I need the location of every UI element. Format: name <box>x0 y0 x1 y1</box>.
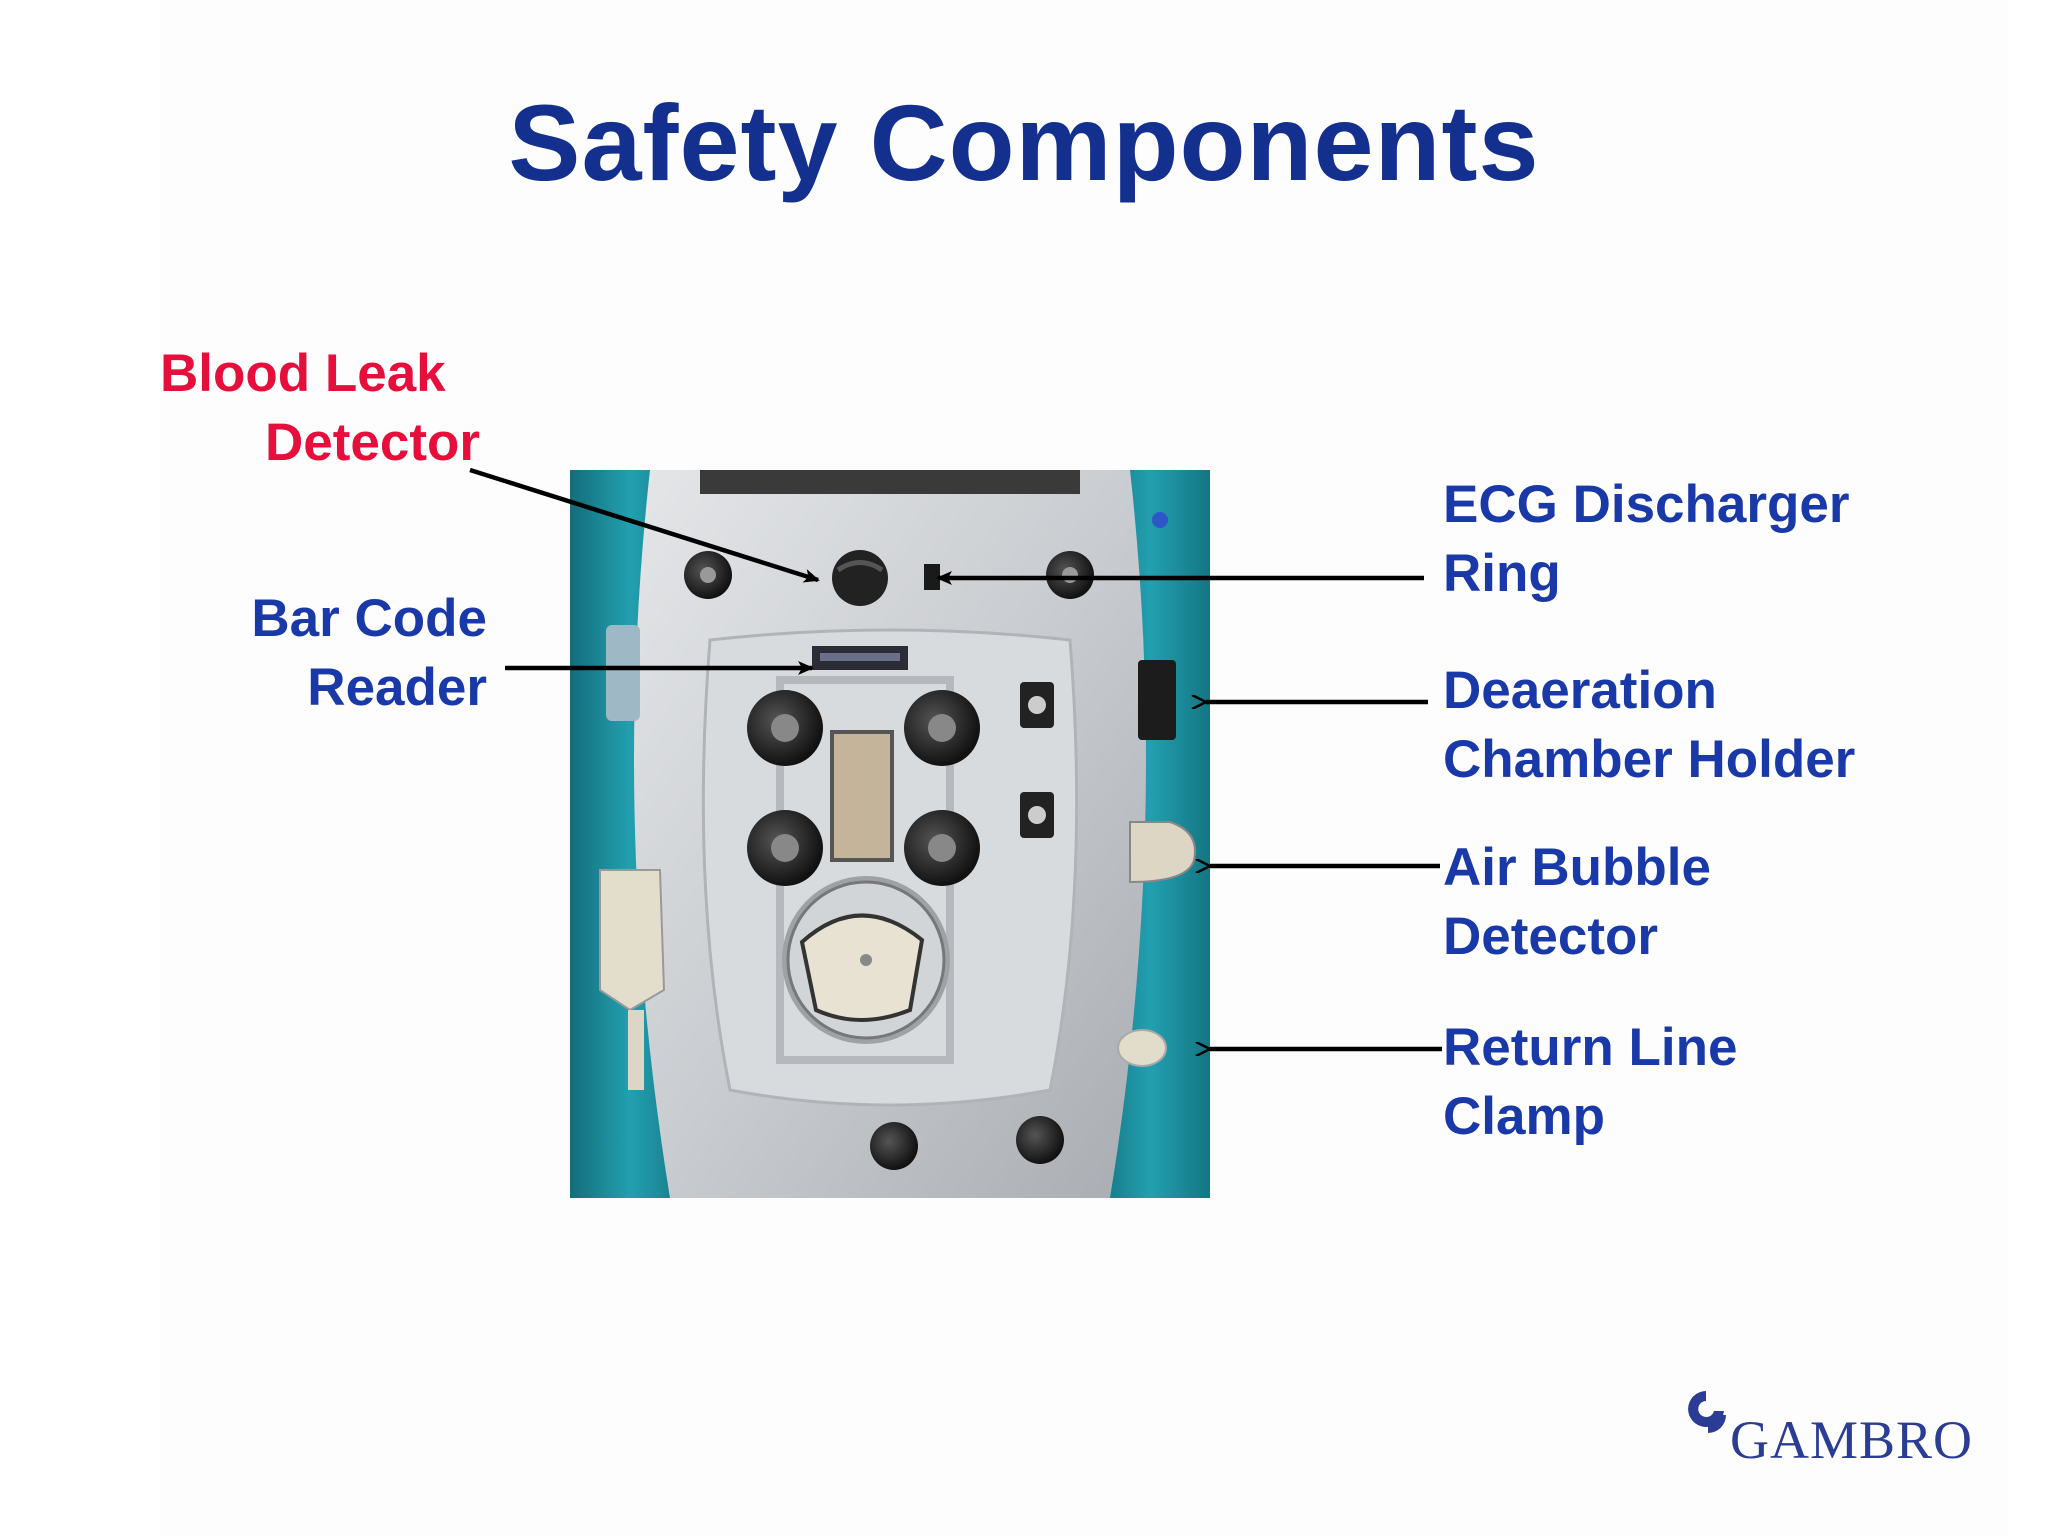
air-bubble-line2: Detector <box>1443 907 1659 966</box>
return-line-line1: Return Line <box>1443 1018 1738 1077</box>
machine-photo <box>570 470 1210 1198</box>
label-bar-code-reader: Bar Code Reader <box>160 584 487 722</box>
label-deaeration-chamber-holder: Deaeration Chamber Holder <box>1443 656 1855 794</box>
gambro-wordmark: GAMBRO <box>1730 1410 1974 1470</box>
blood-leak-line1: Blood Leak <box>160 344 446 403</box>
label-blood-leak-detector: Blood Leak Detector <box>160 339 480 477</box>
ecg-line2: Ring <box>1443 544 1561 603</box>
gambro-mark-icon <box>1688 1391 1726 1433</box>
bar-code-line2: Reader <box>307 658 487 717</box>
ecg-line1: ECG Discharger <box>1443 475 1850 534</box>
label-air-bubble-detector: Air Bubble Detector <box>1443 833 1711 971</box>
blood-leak-line2: Detector <box>264 413 480 472</box>
air-bubble-line1: Air Bubble <box>1443 838 1711 897</box>
gambro-logo: GAMBRO <box>1680 1385 2010 1470</box>
label-return-line-clamp: Return Line Clamp <box>1443 1013 1737 1151</box>
deaeration-line1: Deaeration <box>1443 661 1717 720</box>
return-line-line2: Clamp <box>1443 1087 1605 1146</box>
bar-code-line1: Bar Code <box>251 589 487 648</box>
slide-title: Safety Components <box>508 82 1540 203</box>
label-ecg-discharger-ring: ECG Discharger Ring <box>1443 470 1849 608</box>
deaeration-line2: Chamber Holder <box>1443 730 1856 789</box>
